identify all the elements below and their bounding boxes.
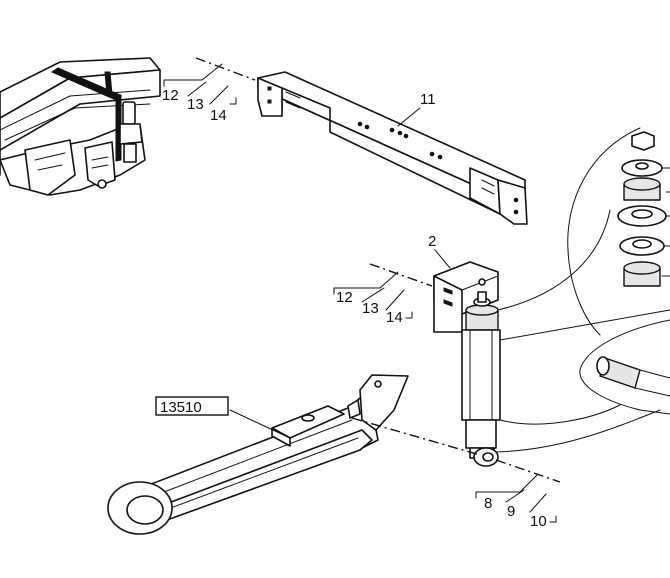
- label-c-8: 8: [484, 495, 492, 512]
- shock-absorber-icon: [461, 291, 501, 467]
- bushing-detail-icon: [579, 319, 670, 415]
- callout-group-c: 8 9 10: [475, 473, 557, 530]
- label-a-14: 14: [210, 107, 227, 124]
- reference-box[interactable]: 13510: [155, 396, 229, 416]
- label-a-13: 13: [187, 96, 204, 113]
- callout-group-a: 12 13 14: [162, 63, 237, 124]
- label-part-2: 2: [428, 233, 436, 250]
- callout-2: 2: [428, 233, 451, 269]
- label-b-14: 14: [386, 309, 403, 326]
- shock-bracket-icon: [433, 261, 499, 333]
- label-part-11: 11: [420, 91, 436, 108]
- label-a-12: 12: [162, 87, 179, 104]
- bushing-stack-icon: [567, 127, 670, 336]
- callout-group-b: 12 13 14: [333, 271, 413, 326]
- chassis-frame-icon: [0, 57, 161, 196]
- callout-11: 11: [397, 91, 436, 127]
- leader-lines: [195, 57, 670, 483]
- label-b-13: 13: [362, 300, 379, 317]
- reference-box-label: 13510: [160, 399, 202, 416]
- label-c-10: 10: [530, 513, 547, 530]
- label-b-12: 12: [336, 289, 353, 306]
- cross-member-icon: [257, 71, 528, 225]
- leaf-spring-icon: [107, 374, 409, 535]
- label-c-9: 9: [507, 503, 515, 520]
